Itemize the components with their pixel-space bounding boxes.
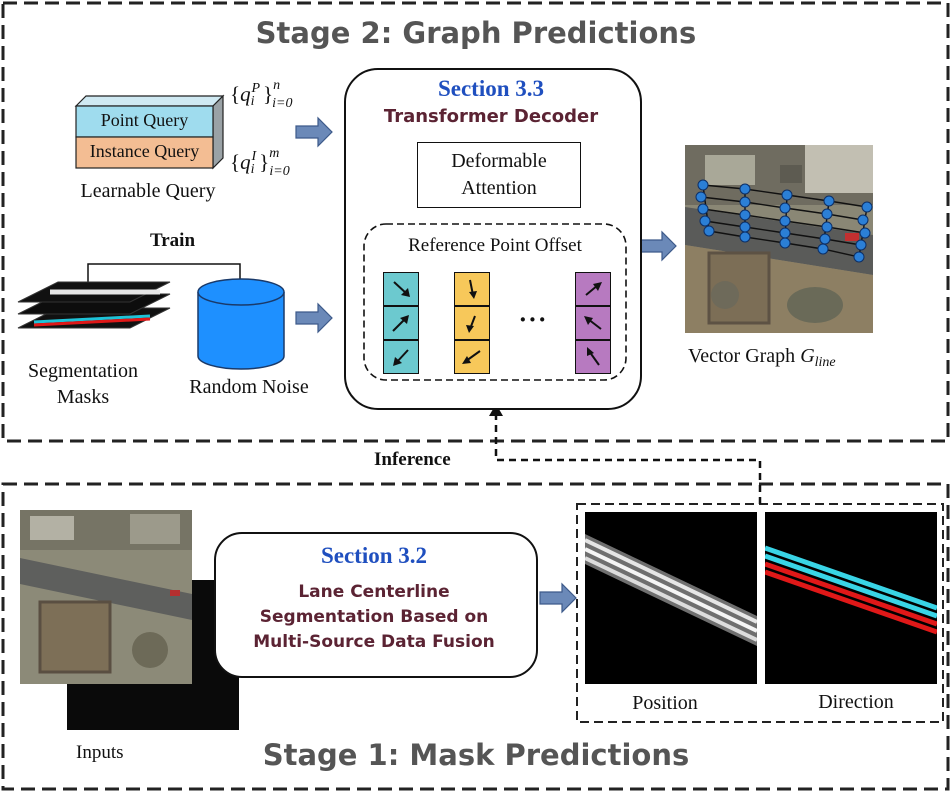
arrow-query-to-decoder [295, 116, 333, 148]
offset-title: Reference Point Offset [408, 235, 582, 256]
offset-cell [454, 306, 490, 340]
seg-module-line1: Lane Centerline [298, 582, 450, 602]
learnable-query-caption: Learnable Query [80, 180, 216, 202]
vector-graph-subscript: line [814, 355, 836, 370]
inputs-caption: Inputs [76, 742, 124, 763]
point-query-bar [75, 105, 214, 138]
random-noise-cylinder [197, 278, 285, 370]
offset-cell [454, 340, 490, 374]
offset-ellipsis: ··· [518, 305, 548, 334]
stage2-title: Stage 2: Graph Predictions [255, 16, 697, 50]
instance-query-label: Instance Query [89, 141, 200, 161]
vector-graph-caption: Vector Graph Gline [688, 345, 888, 370]
offset-dashed-box [363, 223, 627, 381]
arrow-seg-to-outputs [539, 582, 577, 614]
deformable-attention-line2: Attention [461, 177, 537, 199]
graph-nodes [695, 179, 873, 263]
offset-column-cyan [383, 272, 419, 374]
offset-cell [454, 272, 490, 306]
instance-query-bar [75, 136, 214, 169]
instance-query-set: {qiI}mi=0 [230, 146, 290, 179]
vector-graph-caption-text: Vector Graph [688, 345, 801, 367]
vector-graph-symbol: G [800, 345, 815, 367]
offset-cell [383, 272, 419, 306]
deformable-attention-box: Deformable Attention [417, 142, 581, 208]
decoder-title: Transformer Decoder [383, 106, 599, 127]
query-block [74, 94, 225, 170]
segmentation-module-box [214, 532, 538, 678]
seg-module-line2: Segmentation Based on [259, 607, 489, 627]
vector-graph-image [685, 145, 873, 333]
direction-mask [765, 512, 937, 684]
segmentation-masks [17, 281, 171, 329]
segmentation-caption-line1: Segmentation [28, 360, 138, 382]
offset-cell [383, 306, 419, 340]
inputs-stack [20, 510, 239, 730]
train-label: Train [149, 230, 196, 251]
position-mask [585, 512, 757, 684]
offset-cell [575, 340, 611, 374]
offset-column-purple [575, 272, 611, 374]
deformable-attention-line1: Deformable [451, 150, 547, 172]
stage2-frame [1, 1, 950, 443]
point-query-label: Point Query [100, 110, 189, 130]
segmentation-caption-line2: Masks [56, 386, 110, 408]
decoder-section-label: Section 3.3 [437, 76, 545, 101]
arrow-decoder-to-graph [639, 230, 677, 262]
seg-module-line3: Multi-Source Data Fusion [253, 632, 495, 652]
point-query-set: {qiP}ni=0 [230, 78, 293, 111]
position-caption: Position [632, 692, 698, 714]
seg-module-title: Lane Centerline Segmentation Based on Mu… [214, 580, 534, 655]
inference-label: Inference [374, 449, 451, 470]
stage1-title: Stage 1: Mask Predictions [262, 738, 690, 772]
offset-column-yellow [454, 272, 490, 374]
segmentation-caption: Segmentation Masks [10, 358, 156, 410]
arrow-noise-to-decoder [295, 302, 333, 334]
stage1-frame [1, 482, 950, 791]
offset-cell [383, 340, 419, 374]
offset-cell [575, 272, 611, 306]
inference-arrowhead [489, 404, 503, 416]
offset-cell [575, 306, 611, 340]
random-noise-caption: Random Noise [189, 376, 309, 398]
direction-caption: Direction [818, 691, 894, 713]
seg-section-label: Section 3.2 [320, 543, 428, 568]
